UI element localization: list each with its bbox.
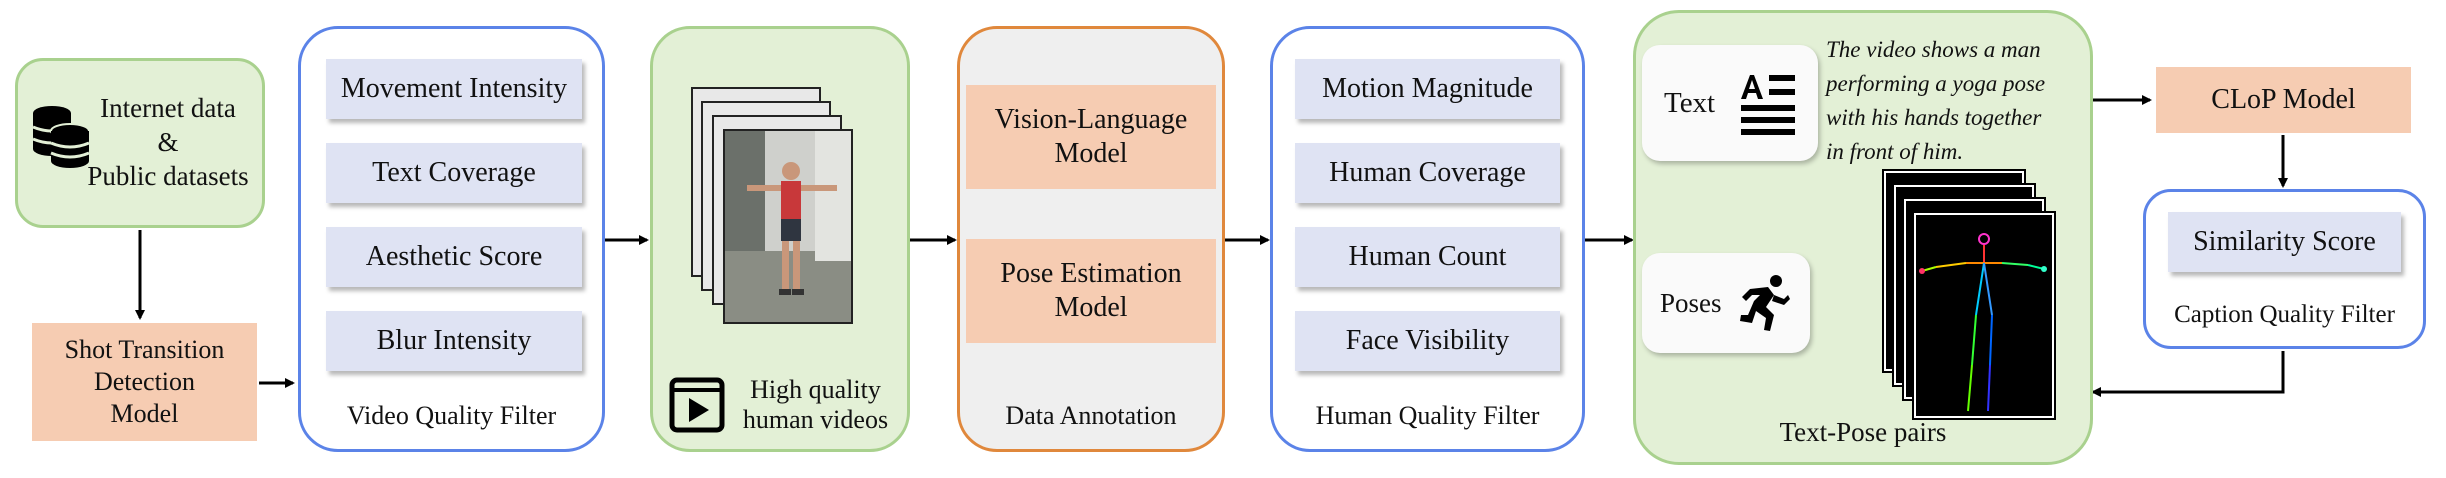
clop-model: CLoP Model [2156,67,2411,133]
filter-human-coverage: Human Coverage [1295,143,1560,203]
filter-aesthetic-score: Aesthetic Score [326,227,582,287]
text-lines-icon [1741,75,1796,135]
vision-language-model: Vision-Language Model [966,85,1216,189]
human-videos-panel: High quality human videos [650,26,910,452]
video-quality-filter: Movement Intensity Text Coverage Aesthet… [298,26,605,452]
caption-line1: The video shows a man [1826,37,2041,62]
annotation-label: Data Annotation [1005,401,1177,430]
filter-text-coverage: Text Coverage [326,143,582,203]
poses-card-label: Poses [1660,287,1722,318]
filter-blur-intensity: Blur Intensity [326,311,582,371]
caption-line4: in front of him. [1826,139,1964,164]
shot-line2: Detection [93,367,196,396]
source-line1: Internet data [100,93,236,123]
filter-motion-magnitude: Motion Magnitude [1295,59,1560,119]
video-filter-label: Video Quality Filter [346,401,557,430]
shot-transition-model: Shot Transition Detection Model [32,323,257,441]
filter-movement-intensity: Movement Intensity [326,59,582,119]
database-icon [32,106,90,168]
data-annotation-panel: Vision-Language Model Pose Estimation Mo… [957,26,1225,452]
pose-skeleton [1919,233,2047,412]
vlm-line1: Vision-Language [994,104,1188,135]
running-figure-icon [1739,275,1790,331]
similarity-score: Similarity Score [2168,212,2401,272]
video-play-icon [669,377,725,433]
text-card-label: Text [1664,86,1716,119]
pose-estimation-model: Pose Estimation Model [966,239,1216,343]
text-pose-pairs-panel: Text The video shows a man performing a … [1633,10,2093,465]
source-box: Internet data & Public datasets [15,58,265,228]
caption-text: The video shows a man performing a yoga … [1826,33,2086,169]
text-card: Text [1642,45,1818,161]
caption-line2: performing a yoga pose [1826,71,2046,96]
pose-line2: Model [1054,292,1128,323]
arrow-captionfilter-to-pairs [2091,351,2285,397]
pairs-label: Text-Pose pairs [1779,417,1947,447]
filter-human-count: Human Count [1295,227,1560,287]
shot-line3: Model [110,399,179,428]
source-line2: & [157,127,179,157]
poses-card: Poses [1642,253,1810,353]
pose-line1: Pose Estimation [1000,258,1182,289]
caption-filter-label: Caption Quality Filter [2174,301,2395,328]
videos-line1: High quality [750,375,881,404]
human-quality-filter: Motion Magnitude Human Coverage Human Co… [1270,26,1585,452]
filter-face-visibility: Face Visibility [1295,311,1560,371]
person-video-thumbnail [725,131,851,322]
vlm-line2: Model [1054,138,1128,169]
shot-line1: Shot Transition [64,335,225,364]
source-line3: Public datasets [87,161,249,191]
video-frame-front [723,129,853,324]
caption-line3: with his hands together [1826,105,2042,130]
caption-quality-filter: Similarity Score Caption Quality Filter [2143,189,2426,349]
human-filter-label: Human Quality Filter [1315,401,1540,430]
pose-frame-front [1914,213,2054,418]
videos-line2: human videos [742,405,889,434]
